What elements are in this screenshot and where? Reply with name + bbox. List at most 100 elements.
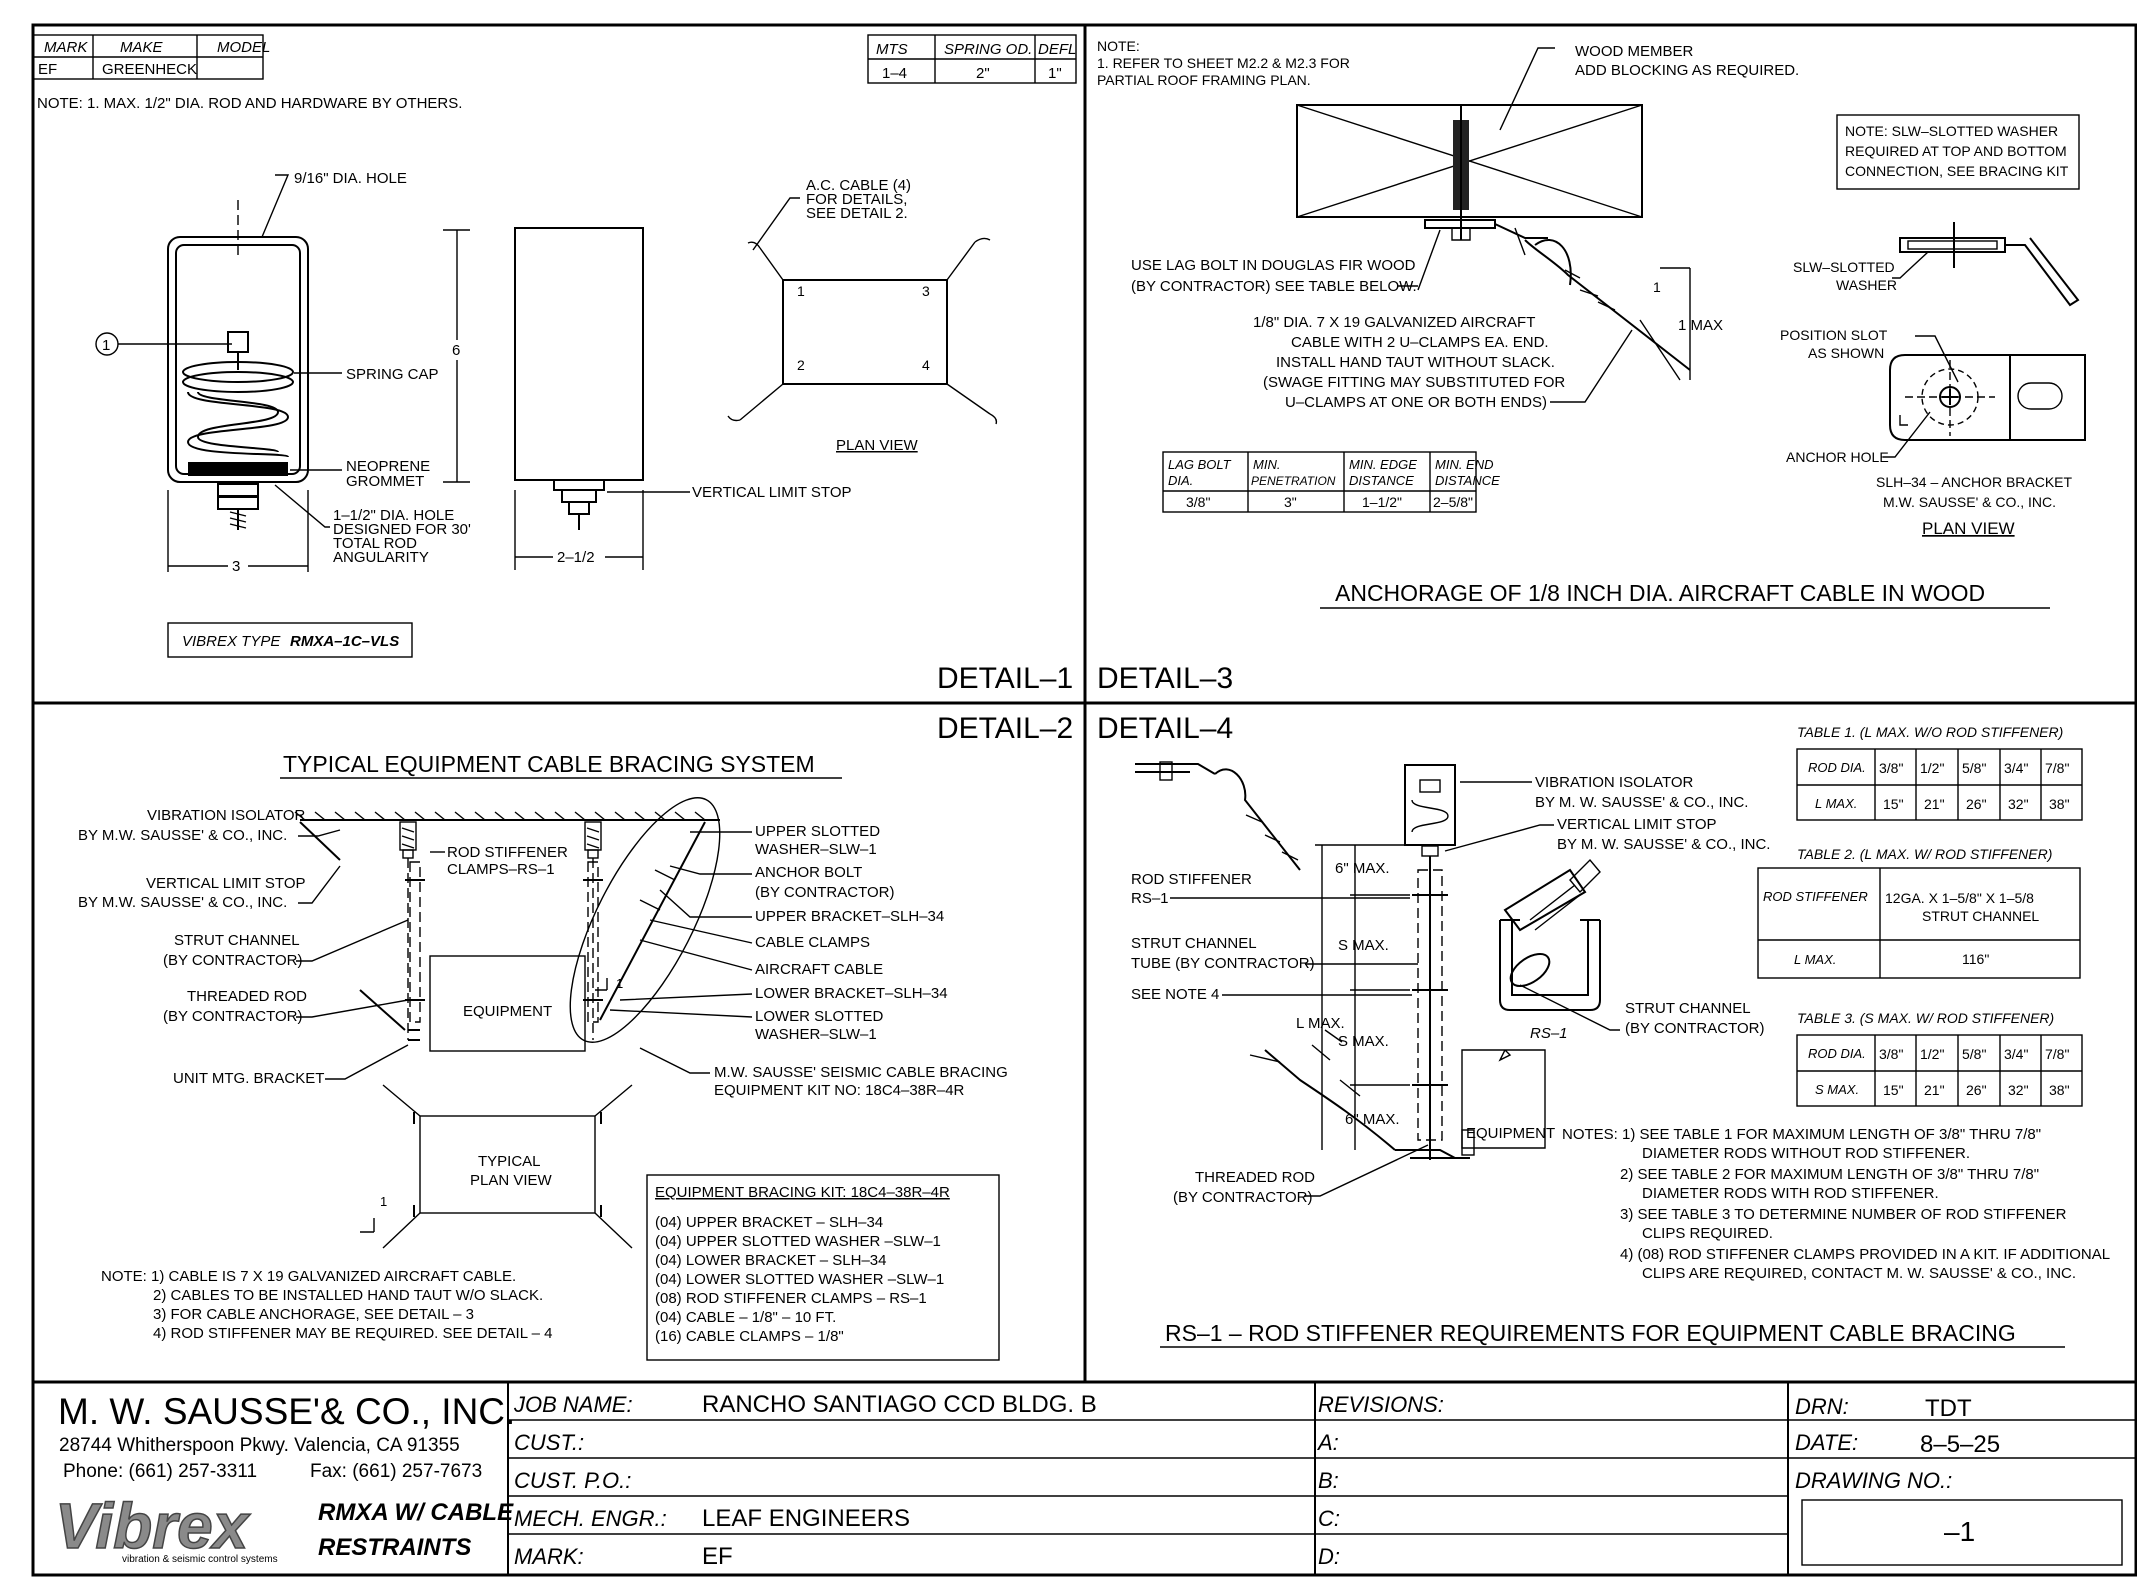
lag-bolt-label-1: USE LAG BOLT IN DOUGLAS FIR WOOD (1131, 257, 1416, 274)
right-label-8: LOWER BRACKET–SLH–34 (755, 985, 948, 1002)
left-hanger (299, 821, 425, 1041)
slope-1: 1 (1653, 279, 1661, 295)
lag-header-1b: DIA. (1168, 473, 1193, 488)
rev-a-label: A: (1316, 1430, 1339, 1455)
equipment-box (429, 955, 586, 1052)
mark-header: MARK (44, 39, 88, 56)
detail3-note-line-2: 1. REFER TO SHEET M2.2 & M2.3 FOR (1097, 55, 1350, 71)
d4-l-max: L MAX. (1296, 1015, 1345, 1032)
right-label-7: AIRCRAFT CABLE (755, 961, 883, 978)
cable-spec-line-4: (SWAGE FITTING MAY SUBSTITUTED FOR (1263, 374, 1565, 391)
t3-r1-c6: 7/8" (2045, 1046, 2069, 1062)
t2-r1-c1: ROD STIFFENER (1763, 889, 1868, 904)
callout-1: 1 (102, 337, 110, 354)
company-phone: Phone: (661) 257-3311 (63, 1461, 257, 1482)
kit-item-2: (04) UPPER SLOTTED WASHER –SLW–1 (655, 1233, 941, 1250)
d4-note-6: CLIPS REQUIRED. (1642, 1225, 1773, 1242)
logo-wordmark: Vibrex (55, 1490, 251, 1562)
make-value: GREENHECK (102, 61, 197, 78)
cust-label: CUST.: (514, 1430, 584, 1455)
drn-label: DRN: (1795, 1394, 1849, 1419)
t1-r1-c1: ROD DIA. (1808, 760, 1866, 775)
company-name: M. W. SAUSSE'& CO., INC. (58, 1391, 515, 1432)
detail3-title: ANCHORAGE OF 1/8 INCH DIA. AIRCRAFT CABL… (1335, 580, 1985, 606)
spring-od-value: 2" (976, 65, 990, 82)
detail2-left-labels: VIBRATION ISOLATOR BY M.W. SAUSSE' & CO.… (78, 807, 409, 1087)
strut-clip-detail: STRUT CHANNEL (BY CONTRACTOR) (1499, 858, 1764, 1037)
t1-r2-c6: 38" (2049, 796, 2070, 812)
detail-1: MARK MAKE MODEL EF GREENHECK MTS SPRING … (32, 34, 1077, 695)
cable-spec-line-5: U–CLAMPS AT ONE OR BOTH ENDS) (1285, 394, 1547, 411)
t3-r2-c4: 26" (1966, 1082, 1987, 1098)
lag-value-4: 2–5/8" (1433, 494, 1473, 510)
d4-rs1-label: RS–1 (1530, 1025, 1568, 1042)
detail2-note-4: 4) ROD STIFFENER MAY BE REQUIRED. SEE DE… (153, 1325, 553, 1342)
isolator-front-view: 1 9/16" DIA. HOLE SPRING CAP NEOPRENE GR… (95, 170, 471, 575)
anchor-hole-label: ANCHOR HOLE (1786, 449, 1889, 465)
job-name-value: RANCHO SANTIAGO CCD BLDG. B (702, 1391, 1097, 1418)
corner-3: 3 (922, 283, 930, 299)
detail4-dimensions: 6" MAX. S MAX. L MAX. S MAX. 6" MAX. (1296, 844, 1410, 1150)
slw-note-box: NOTE: SLW–SLOTTED WASHER REQUIRED AT TOP… (1836, 114, 2080, 190)
hole-big-label-2: DESIGNED FOR 30' (333, 521, 471, 538)
t3-r2-c2: 15" (1883, 1082, 1904, 1098)
cable-spec-line-3: INSTALL HAND TAUT WITHOUT SLACK. (1276, 354, 1555, 371)
mts-header: MTS (876, 41, 908, 58)
slw-note-line-2: REQUIRED AT TOP AND BOTTOM (1845, 143, 2067, 159)
slw-slotted-label-1: SLW–SLOTTED (1793, 259, 1895, 275)
rev-c-label: C: (1318, 1506, 1340, 1531)
typical-label-1: TYPICAL (478, 1153, 541, 1170)
detail2-note-2: 2) CABLES TO BE INSTALLED HAND TAUT W/O … (153, 1287, 543, 1304)
mts-value: 1–4 (882, 65, 907, 82)
corner-4: 4 (922, 357, 930, 373)
corner-1: 1 (797, 283, 805, 299)
d4-six-max-top: 6" MAX. (1335, 860, 1390, 877)
d4-six-max-bottom: 6" MAX. (1345, 1111, 1400, 1128)
lag-header-4a: MIN. END (1435, 457, 1494, 472)
spring-table: MTS SPRING OD. DEFL 1–4 2" 1" (867, 34, 1077, 84)
d4-threaded-label-2: (BY CONTRACTOR) (1173, 1189, 1312, 1206)
hole-big-label-1: 1–1/2" DIA. HOLE (333, 507, 454, 524)
position-slot-label-1: POSITION SLOT (1780, 327, 1888, 343)
slw-note-line-1: NOTE: SLW–SLOTTED WASHER (1845, 123, 2058, 139)
wood-cable: 1 1 MAX (1514, 227, 1723, 381)
d4-see-note: SEE NOTE 4 (1131, 986, 1219, 1003)
d4-vls-label-2: BY M. W. SAUSSE' & CO., INC. (1557, 836, 1770, 853)
t1-r1-c2: 3/8" (1879, 760, 1903, 776)
model-header: MODEL (217, 39, 270, 56)
t2-r2-c2: 116" (1962, 951, 1989, 967)
detail4-isolator-rod (1249, 764, 1475, 1160)
product-line-2: RESTRAINTS (318, 1534, 471, 1561)
kit-label-2: EQUIPMENT KIT NO: 18C4–38R–4R (714, 1082, 965, 1099)
isolator-side-view: VERTICAL LIMIT STOP 2–1/2 (514, 227, 852, 570)
anchor-bracket-plan: POSITION SLOT AS SHOWN ANCHOR HOLE SLH–3… (1780, 327, 2086, 538)
detail-4-label: DETAIL–4 (1097, 712, 1233, 745)
drawing-no-label: DRAWING NO.: (1795, 1468, 1952, 1493)
lag-header-1a: LAG BOLT (1168, 457, 1232, 472)
limit-stop-label: VERTICAL LIMIT STOP (692, 484, 852, 501)
t1-r2-c4: 26" (1966, 796, 1987, 812)
product-line-1: RMXA W/ CABLE (318, 1499, 514, 1526)
date-label: DATE: (1795, 1430, 1858, 1455)
date-value: 8–5–25 (1920, 1431, 2000, 1458)
d4-rod-stiffener-label-1: ROD STIFFENER (1131, 871, 1252, 888)
left-label-7: THREADED ROD (187, 988, 307, 1005)
t1-r1-c3: 1/2" (1920, 760, 1944, 776)
revisions-label: REVISIONS: (1318, 1392, 1444, 1417)
t2-r1-c2b: STRUT CHANNEL (1922, 908, 2039, 924)
detail3-note-line-3: PARTIAL ROOF FRAMING PLAN. (1097, 72, 1311, 88)
slope-1-max: 1 MAX (1678, 317, 1723, 334)
t1-r1-c5: 3/4" (2004, 760, 2028, 776)
defl-value: 1" (1048, 65, 1062, 82)
d4-note-1: NOTES: 1) SEE TABLE 1 FOR MAXIMUM LENGTH… (1562, 1126, 2041, 1143)
t3-r1-c4: 5/8" (1962, 1046, 1986, 1062)
lag-bolt-label-2: (BY CONTRACTOR) SEE TABLE BELOW. (1131, 278, 1417, 295)
d4-s-max-2: S MAX. (1338, 1033, 1389, 1050)
table-1: TABLE 1. (L MAX. W/O ROD STIFFENER) ROD … (1796, 724, 2083, 821)
rod-stiffener-label-2: CLAMPS–RS–1 (447, 861, 555, 878)
wood-member: WOOD MEMBER ADD BLOCKING AS REQUIRED. (1296, 43, 1799, 241)
d4-note-2: DIAMETER RODS WITHOUT ROD STIFFENER. (1642, 1145, 1970, 1162)
lag-value-3: 1–1/2" (1362, 494, 1402, 510)
slotted-washer-detail: SLW–SLOTTED WASHER (1793, 222, 2080, 307)
